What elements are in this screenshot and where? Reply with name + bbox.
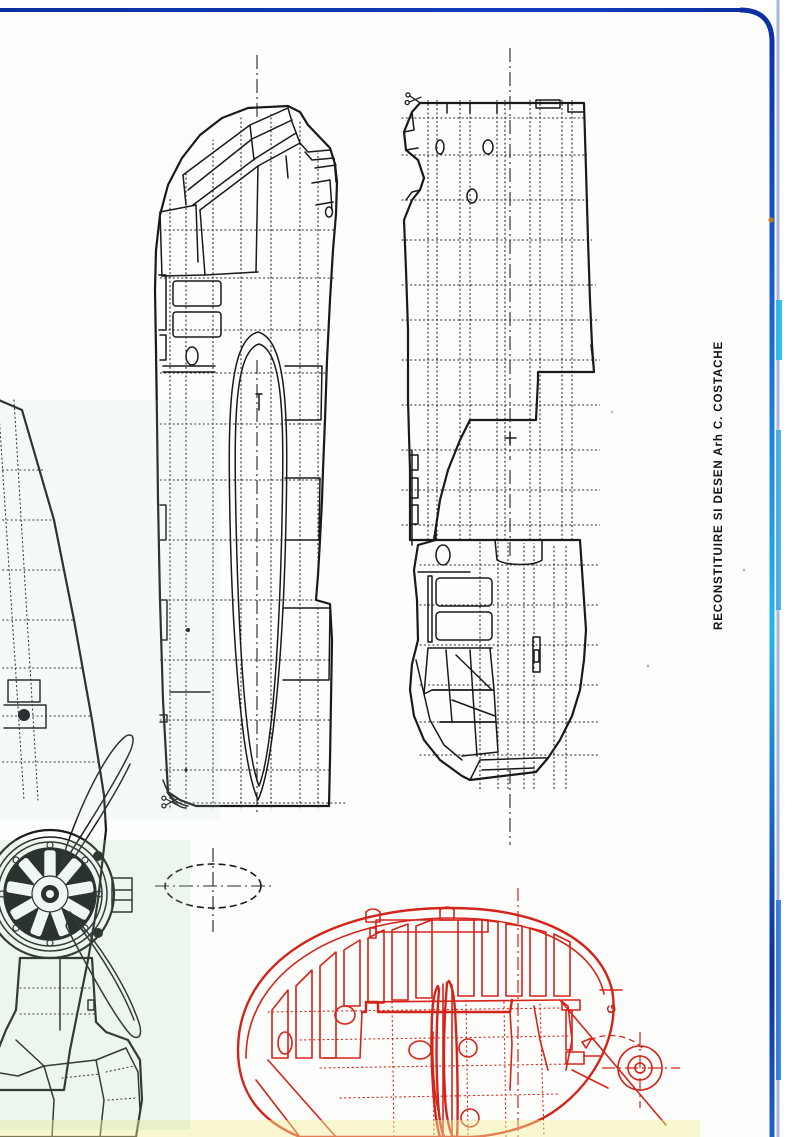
rivet-seam-grid <box>419 540 600 790</box>
lightening-hole <box>334 1005 356 1025</box>
access-panel <box>435 577 493 607</box>
access-panel <box>435 611 493 641</box>
title-block-credit: RECONSTITUIRE SI DESEN Arh C. COSTACHE <box>713 340 725 630</box>
paper-tint-green <box>0 840 190 1130</box>
lightening-hole <box>458 1038 478 1058</box>
lower-fuselage-outline <box>0 956 144 1137</box>
reference-line <box>559 999 667 1126</box>
notch <box>365 908 381 923</box>
lightening-hole <box>277 1031 293 1055</box>
interior-framing <box>415 647 499 761</box>
paper-tint-bottom <box>0 1120 700 1137</box>
scissors-cut-mark <box>161 795 178 809</box>
cowl-inner-ring <box>0 836 108 952</box>
red-part-label: G <box>604 1004 619 1014</box>
wing-inner-outline <box>245 917 605 1059</box>
canopy-framing <box>159 107 337 277</box>
cowl-bolts <box>0 841 103 947</box>
paper-speck <box>742 568 746 572</box>
view-section-oval <box>155 848 272 932</box>
access-panel <box>282 607 331 681</box>
notch <box>439 906 455 921</box>
scissors-cut-mark <box>404 92 422 106</box>
port-hole <box>324 206 334 218</box>
window-panel <box>172 311 222 338</box>
scan-edge-right <box>739 7 775 1137</box>
former-ellipse-outer <box>228 331 288 801</box>
rivet-seam-grid <box>401 100 600 540</box>
rivet-seam-grid <box>267 999 571 1137</box>
arrow-head <box>581 1037 593 1049</box>
paper-tint-blue <box>0 400 220 820</box>
port-hole <box>435 139 445 155</box>
wing-ribs <box>271 919 571 1059</box>
paper-speck <box>646 664 650 668</box>
tail-fairing <box>166 791 187 809</box>
access-panel <box>7 679 41 703</box>
view-fuselage-left-upper <box>153 55 346 815</box>
view-engine-front <box>0 399 144 1137</box>
rivet-seam-grid <box>0 399 99 801</box>
propeller-blade <box>65 911 142 1039</box>
propeller-blade <box>61 734 134 867</box>
former-ellipse-inner <box>234 343 284 787</box>
lightening-hole <box>460 1108 480 1128</box>
panel-outline <box>153 104 339 808</box>
access-panel <box>284 477 321 541</box>
slot-detail <box>532 636 541 673</box>
rivet-seam-grid <box>158 110 336 810</box>
view-fuselage-right-lower <box>408 419 600 845</box>
paper-speck <box>768 217 774 223</box>
radial-cylinders <box>4 848 96 940</box>
rivet-seam-grid <box>19 987 95 1015</box>
edge-stringers <box>158 274 168 641</box>
port-hole <box>466 188 478 204</box>
wing-edge-sliver <box>0 399 108 1092</box>
retract-path <box>589 1034 645 1051</box>
window-panel <box>172 280 222 307</box>
paper-speck <box>610 410 614 414</box>
hub-dot <box>18 709 30 721</box>
access-panel <box>284 365 323 421</box>
port-hole <box>482 139 494 155</box>
scan-edge-top <box>0 8 748 12</box>
